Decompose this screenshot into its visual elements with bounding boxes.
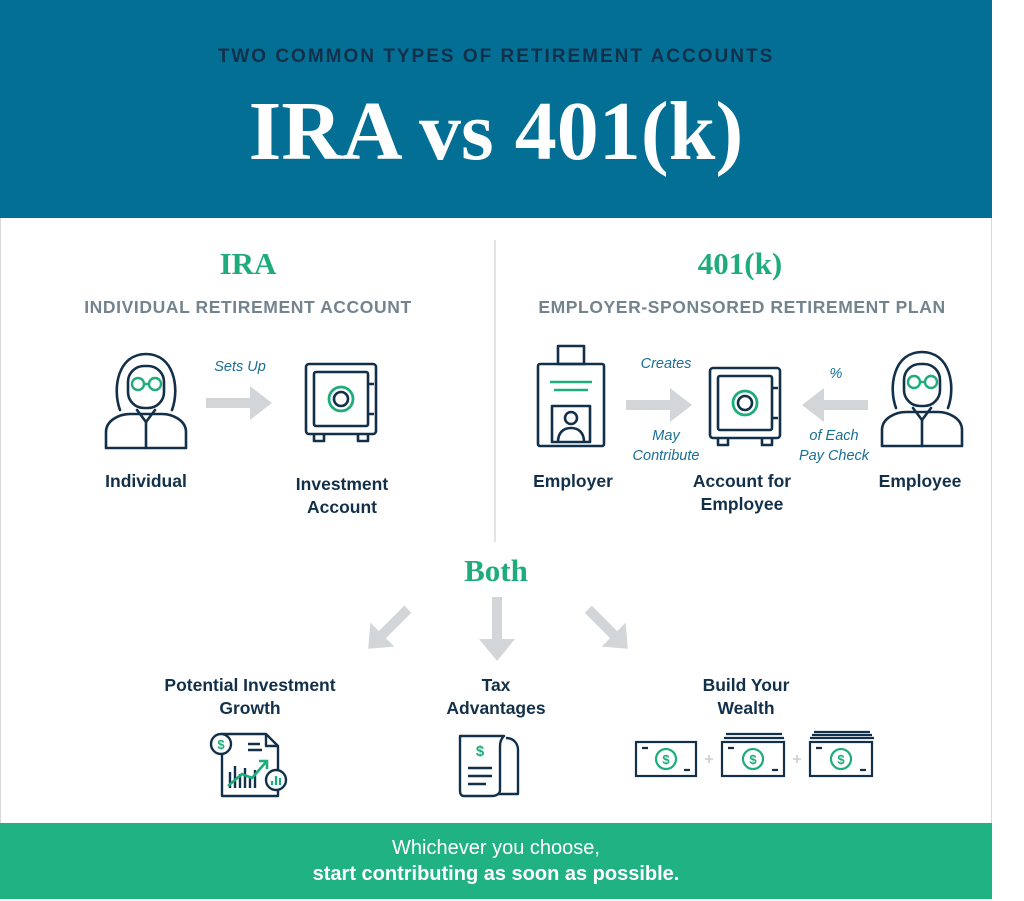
footer-banner: Whichever you choose, start contributing… — [0, 823, 992, 899]
paycheck-note-2: Pay Check — [798, 448, 870, 464]
arrow-right-icon — [206, 386, 272, 420]
cash-stack-icon: $ $ $ — [634, 730, 874, 778]
paycheck-note-1: of Each — [809, 428, 859, 444]
both-title: Both — [464, 553, 528, 588]
header-banner: TWO COMMON TYPES OF RETIREMENT ACCOUNTS … — [0, 0, 992, 218]
sets-up-note: Sets Up — [214, 359, 266, 375]
employee-account-label-1: Account for — [692, 471, 792, 491]
employee-person-icon — [880, 350, 964, 448]
footer-line-1: Whichever you choose, — [392, 837, 600, 859]
ira-subtitle: INDIVIDUAL RETIREMENT ACCOUNT — [84, 297, 412, 317]
creates-note: Creates — [640, 356, 692, 372]
arrow-down-left-icon — [368, 605, 412, 649]
arrow-down-right-icon — [584, 605, 628, 649]
svg-text:$: $ — [217, 737, 225, 752]
svg-text:$: $ — [476, 743, 485, 760]
employer-badge-icon — [536, 344, 606, 448]
benefit-label-wealth-1: Build Your — [702, 675, 790, 695]
safe-icon — [708, 366, 782, 447]
benefit-label-growth-2: Growth — [219, 698, 281, 718]
tax-document-icon: $ — [458, 734, 520, 798]
investment-account-label-1: Investment — [295, 474, 389, 494]
page-title: IRA vs 401(k) — [248, 85, 744, 178]
investment-account-label-2: Account — [307, 497, 377, 517]
may-contribute-note-2: Contribute — [632, 448, 700, 464]
column-divider — [494, 240, 496, 542]
footer-line-2: start contributing as soon as possible. — [312, 863, 680, 885]
benefit-label-growth-1: Potential Investment — [164, 675, 336, 695]
investment-report-icon: $ — [209, 732, 288, 798]
header-kicker: TWO COMMON TYPES OF RETIREMENT ACCOUNTS — [217, 46, 775, 67]
arrow-right-icon — [626, 388, 692, 422]
svg-text:$: $ — [837, 752, 845, 767]
may-contribute-note-1: May — [652, 428, 680, 444]
arrow-left-icon — [802, 388, 868, 422]
svg-text:$: $ — [662, 752, 670, 767]
percent-note: % — [829, 366, 843, 382]
benefit-label-tax-1: Tax — [481, 675, 511, 695]
employee-account-label-2: Employee — [700, 494, 784, 514]
individual-label: Individual — [105, 471, 187, 491]
employer-label: Employer — [533, 471, 613, 491]
ira-title: IRA — [219, 246, 277, 281]
svg-text:$: $ — [749, 752, 757, 767]
benefit-label-wealth-2: Wealth — [717, 698, 775, 718]
k401-title: 401(k) — [697, 246, 783, 281]
arrow-down-icon — [479, 597, 515, 661]
benefit-label-tax-2: Advantages — [446, 698, 546, 718]
individual-person-icon — [104, 352, 188, 450]
k401-subtitle: EMPLOYER-SPONSORED RETIREMENT PLAN — [538, 297, 946, 317]
employee-label: Employee — [878, 471, 962, 491]
safe-icon — [304, 362, 378, 443]
